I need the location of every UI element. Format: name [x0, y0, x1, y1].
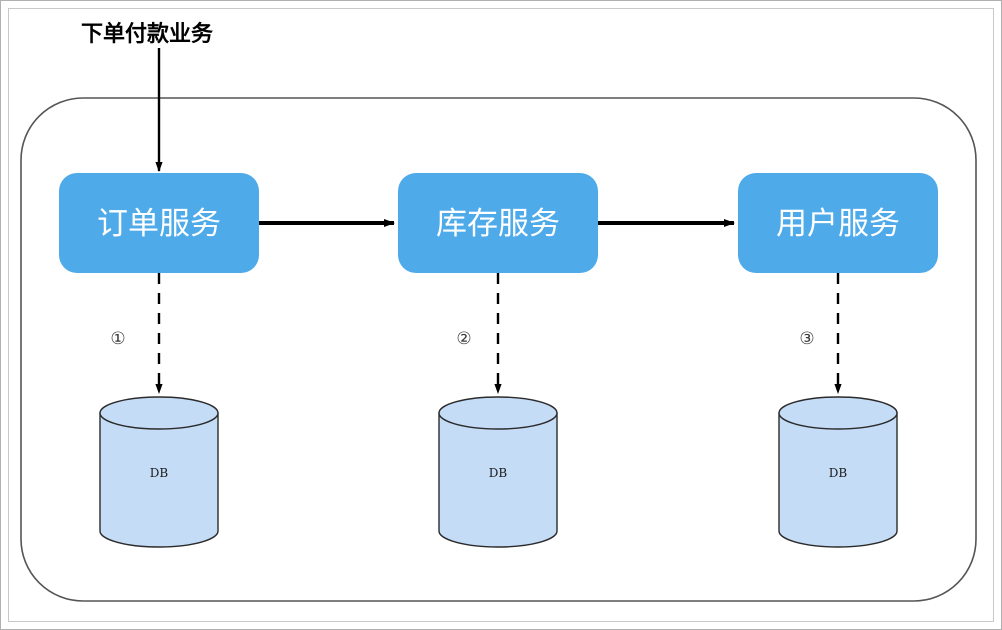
database-node-inventory-db[interactable]: DB — [438, 396, 558, 548]
step-marker-1: ① — [110, 329, 125, 349]
db-cylinder-body[interactable] — [438, 412, 558, 548]
step-marker-2: ② — [456, 329, 471, 349]
db-label: DB — [829, 466, 848, 480]
db-label: DB — [150, 466, 169, 480]
service-node-order-service[interactable]: 订单服务 — [59, 173, 259, 273]
service-label: 用户服务 — [776, 206, 900, 242]
service-box[interactable] — [398, 173, 598, 273]
db-cylinder-body[interactable] — [99, 412, 219, 548]
database-node-order-db[interactable]: DB — [99, 396, 219, 548]
system-boundary — [20, 97, 977, 602]
page-title: 下单付款业务 — [81, 21, 214, 47]
db-cylinder-top — [438, 396, 558, 430]
db-cylinder-top — [99, 396, 219, 430]
db-cylinder-top — [778, 396, 898, 430]
service-node-user-service[interactable]: 用户服务 — [738, 173, 938, 273]
db-cylinder-body[interactable] — [778, 412, 898, 548]
database-node-user-db[interactable]: DB — [778, 396, 898, 548]
service-box[interactable] — [738, 173, 938, 273]
service-node-inventory-service[interactable]: 库存服务 — [398, 173, 598, 273]
service-box[interactable] — [59, 173, 259, 273]
db-label: DB — [489, 466, 508, 480]
service-label: 订单服务 — [97, 206, 221, 242]
step-marker-3: ③ — [799, 329, 814, 349]
service-label: 库存服务 — [436, 206, 560, 242]
